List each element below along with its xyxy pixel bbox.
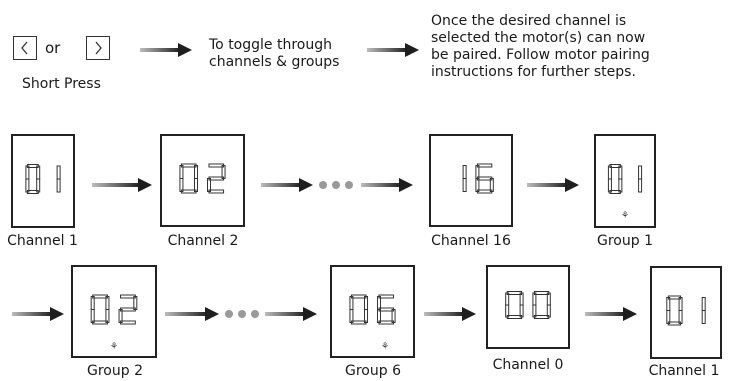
ellipsis-dots	[319, 181, 353, 189]
segment	[25, 165, 30, 180]
pairing-text-line-1: Once the desired channel is	[431, 13, 627, 29]
display-channel-1	[11, 134, 75, 228]
arrow-icon	[585, 307, 637, 321]
right-key	[86, 36, 110, 60]
segment	[56, 165, 61, 180]
arrow-icon	[361, 178, 413, 192]
segment	[638, 178, 643, 193]
segment-readout	[90, 294, 138, 325]
display-group-6: ⚘	[330, 265, 415, 358]
chevron-right-icon	[95, 41, 102, 55]
dot	[345, 181, 353, 189]
toggle-text: To toggle through channels & groups	[209, 37, 339, 71]
segment	[208, 163, 225, 168]
label-channel-16: Channel 16	[431, 233, 511, 249]
pairing-text-line-3: be paired. Follow motor pairing	[431, 47, 650, 63]
dot	[225, 310, 233, 318]
segment-readout	[505, 291, 551, 319]
segment	[350, 320, 367, 325]
label-channel-0: Channel 0	[492, 357, 564, 373]
segment	[208, 189, 225, 194]
segment	[638, 165, 643, 180]
segment	[350, 294, 367, 299]
segment-readout	[462, 163, 494, 194]
segment	[462, 165, 467, 179]
label-channel-1: Channel 1	[7, 233, 78, 249]
segment	[506, 291, 523, 295]
segment	[378, 307, 395, 312]
arrow-icon	[424, 307, 476, 321]
dot	[238, 310, 246, 318]
dot	[319, 181, 327, 189]
label-channel-2: Channel 2	[167, 233, 239, 249]
arrow-icon	[261, 178, 313, 192]
display-channel-1-end	[650, 266, 722, 359]
segment	[56, 178, 61, 193]
segment	[701, 310, 706, 324]
segment	[180, 163, 197, 168]
segment-readout	[349, 294, 396, 325]
segment	[533, 315, 550, 319]
arrow-icon	[165, 307, 219, 321]
arrow-icon	[140, 43, 192, 57]
arrow-icon	[527, 178, 579, 192]
display-channel-16	[429, 134, 513, 227]
segment-readout	[25, 164, 61, 194]
segment	[476, 189, 493, 194]
label-group-2: Group 2	[87, 363, 143, 379]
fan-icon: ⚘	[621, 211, 630, 221]
segment	[666, 297, 671, 311]
arrow-icon	[265, 307, 317, 321]
short-press-label: Short Press	[22, 76, 101, 92]
segment	[120, 320, 136, 325]
segment	[607, 165, 612, 180]
segment	[506, 315, 523, 319]
segment	[92, 294, 108, 299]
segment	[378, 320, 395, 325]
toggle-text-line-2: channels & groups	[209, 54, 340, 70]
segment	[462, 178, 467, 192]
fan-icon: ⚘	[110, 342, 119, 352]
arrow-icon	[367, 43, 419, 57]
segment-readout	[607, 164, 643, 194]
pairing-text-line-4: instructions for further steps.	[431, 64, 636, 80]
segment	[92, 320, 108, 325]
display-group-2: ⚘	[71, 265, 157, 358]
segment	[180, 189, 197, 194]
arrow-icon	[92, 178, 152, 192]
display-channel-2	[160, 134, 245, 227]
segment	[476, 163, 493, 168]
label-group-6: Group 6	[345, 363, 401, 379]
segment	[533, 291, 550, 295]
label-group-1: Group 1	[597, 233, 653, 249]
toggle-text-line-1: To toggle through	[209, 37, 332, 53]
or-label: or	[45, 39, 61, 57]
pairing-text-line-2: selected the motor(s) can now	[431, 30, 646, 46]
chevron-left-icon	[21, 41, 28, 55]
segment	[120, 294, 136, 299]
segment-readout	[666, 295, 706, 326]
segment	[349, 296, 354, 310]
segment	[378, 294, 395, 299]
segment	[179, 165, 184, 179]
segment	[476, 176, 493, 181]
pairing-text: Once the desired channel is selected the…	[431, 13, 650, 81]
fan-icon: ⚘	[381, 342, 390, 352]
segment	[505, 292, 510, 306]
segment	[120, 307, 136, 312]
segment	[90, 296, 95, 310]
left-key	[13, 36, 37, 60]
segment	[701, 297, 706, 311]
label-channel-1-end: Channel 1	[648, 363, 720, 379]
display-channel-0	[486, 265, 570, 349]
display-group-1: ⚘	[594, 134, 656, 228]
segment-readout	[179, 163, 226, 194]
ellipsis-dots	[225, 310, 259, 318]
segment	[532, 292, 537, 306]
dot	[332, 181, 340, 189]
dot	[251, 310, 259, 318]
segment	[208, 176, 225, 181]
arrow-icon	[12, 307, 64, 321]
